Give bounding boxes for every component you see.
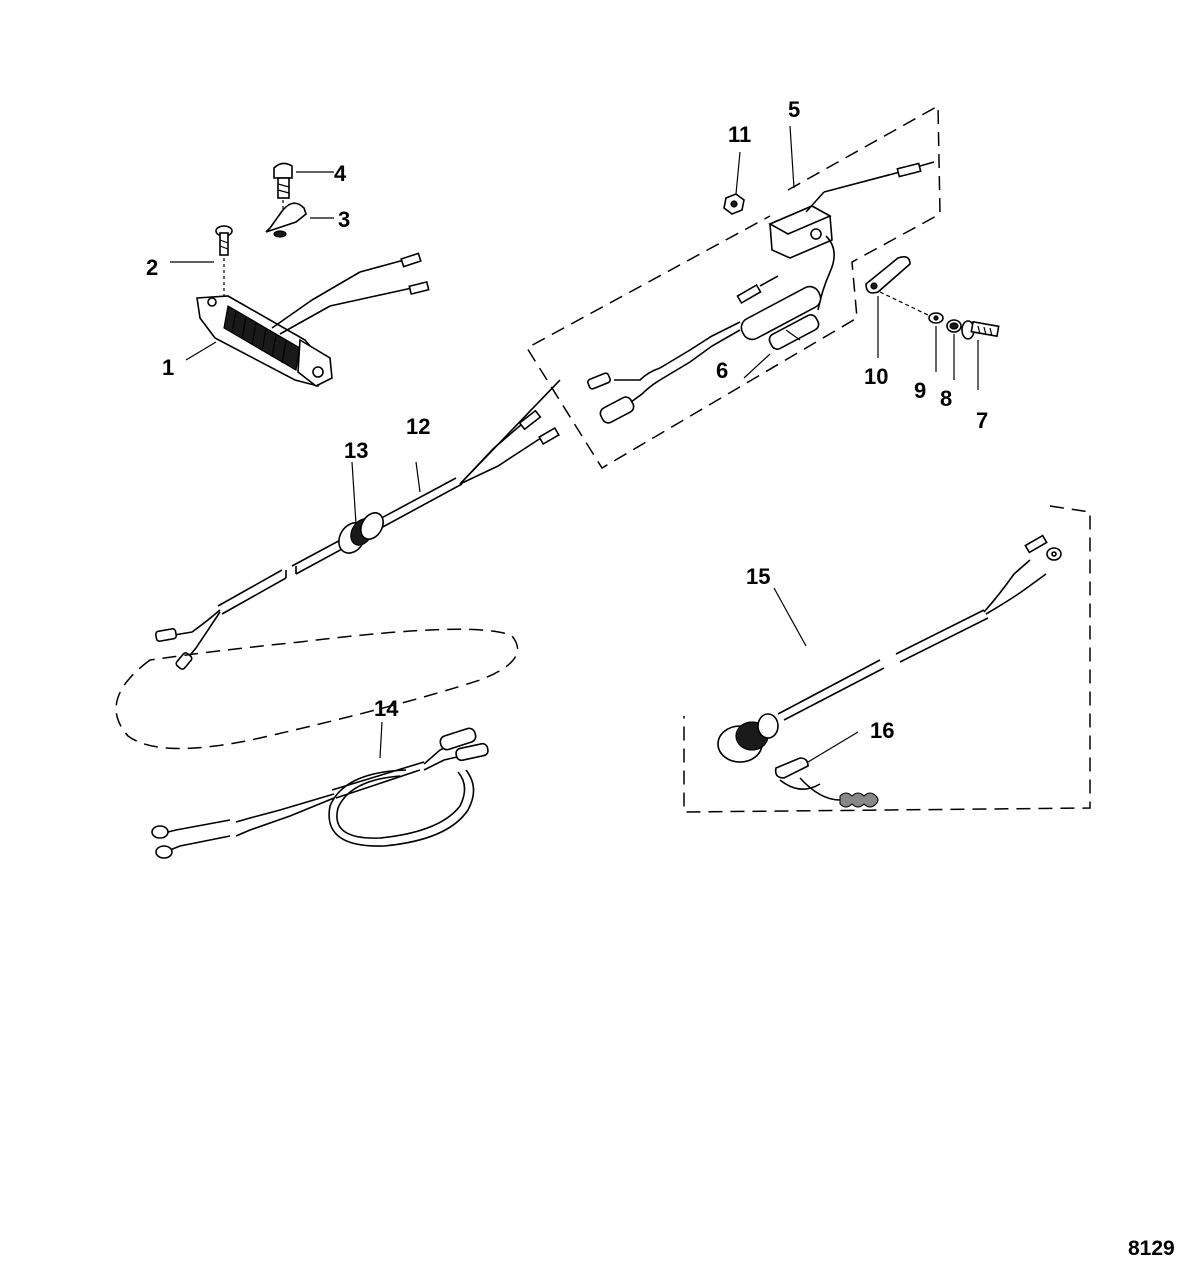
group-outline-key-switch-kit — [683, 505, 1091, 813]
callout-3: 3 — [338, 207, 350, 232]
part-11-nut — [723, 193, 745, 215]
callout-8: 8 — [940, 386, 952, 411]
part-16-lanyard-clip — [774, 757, 879, 808]
callout-11: 11 — [728, 122, 751, 147]
callout-10: 10 — [864, 364, 888, 389]
callout-15: 15 — [746, 564, 770, 589]
part-9-washer — [879, 291, 944, 324]
callout-1: 1 — [162, 355, 174, 380]
part-3-clamp — [265, 202, 308, 238]
part-5-switch-box — [768, 161, 935, 311]
callout-9: 9 — [914, 378, 926, 403]
part-13-grommet — [338, 512, 384, 554]
part-1-sensor-block — [196, 252, 430, 387]
group-outline-oval — [115, 628, 519, 750]
part-15-switch-harness — [717, 534, 1062, 763]
part-7-screw — [961, 320, 1000, 340]
callout-14: 14 — [374, 696, 399, 721]
callout-4: 4 — [334, 161, 347, 186]
part-2-screw — [215, 225, 233, 296]
callout-13: 13 — [344, 438, 368, 463]
part-6-fuse-holder — [587, 275, 822, 424]
part-14-battery-harness — [151, 727, 489, 859]
callout-7: 7 — [976, 408, 988, 433]
leader-lines — [170, 125, 979, 763]
callout-5: 5 — [788, 97, 800, 122]
callout-6: 6 — [716, 358, 728, 383]
callout-2: 2 — [146, 255, 158, 280]
group-outline-kill-switch-kit — [525, 104, 941, 470]
callout-16: 16 — [870, 718, 894, 743]
callout-labels: 1 2 3 4 5 6 7 8 9 10 11 12 13 14 15 16 — [146, 97, 988, 743]
part-4-screw — [273, 162, 293, 210]
callout-12: 12 — [406, 414, 430, 439]
part-10-clip-plate — [865, 256, 911, 294]
figure-id: 8129 — [1128, 1237, 1175, 1260]
part-8-lock-washer — [946, 319, 962, 333]
